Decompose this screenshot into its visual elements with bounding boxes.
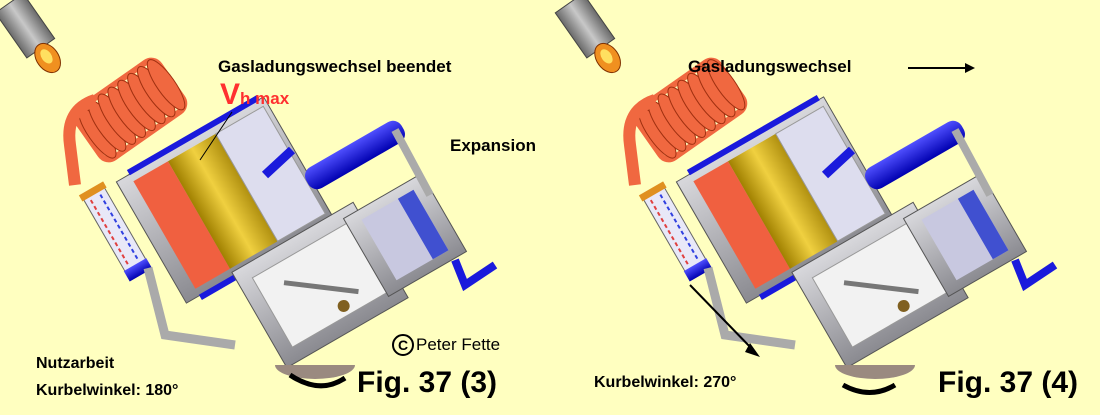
panel-fig-37-4: Gasladungswechsel Kurbelwinkel: 270° Fig…	[550, 0, 1100, 415]
copyright-text: Peter Fette	[416, 335, 501, 354]
figure-label: Fig. 37 (3)	[357, 366, 498, 399]
stirling-engine-illustration	[0, 0, 550, 389]
volume-label-sub: h max	[240, 89, 290, 108]
rotation-arrow-icon	[841, 382, 897, 395]
crank-angle-label: Kurbelwinkel: 180°	[36, 382, 179, 399]
crank-angle-label: Kurbelwinkel: 270°	[594, 374, 737, 391]
rotation-arrow-icon	[288, 372, 347, 389]
panel-title: Gasladungswechsel beendet	[218, 57, 452, 76]
volume-pointer-line	[199, 111, 233, 161]
copyright-icon: C	[392, 334, 414, 356]
work-label: Nutzarbeit	[36, 355, 115, 372]
panel-title: Gasladungswechsel	[688, 57, 852, 76]
panel-fig-37-3: Gasladungswechsel beendet Vh max Expansi…	[0, 0, 550, 399]
figure-label: Fig. 37 (4)	[938, 366, 1079, 399]
stirling-engine-illustration	[550, 0, 1100, 395]
phase-label: Expansion	[450, 136, 536, 155]
volume-label-main: V	[220, 78, 241, 111]
volume-label: Vh max	[220, 78, 289, 112]
flow-arrow-icon	[689, 284, 756, 353]
